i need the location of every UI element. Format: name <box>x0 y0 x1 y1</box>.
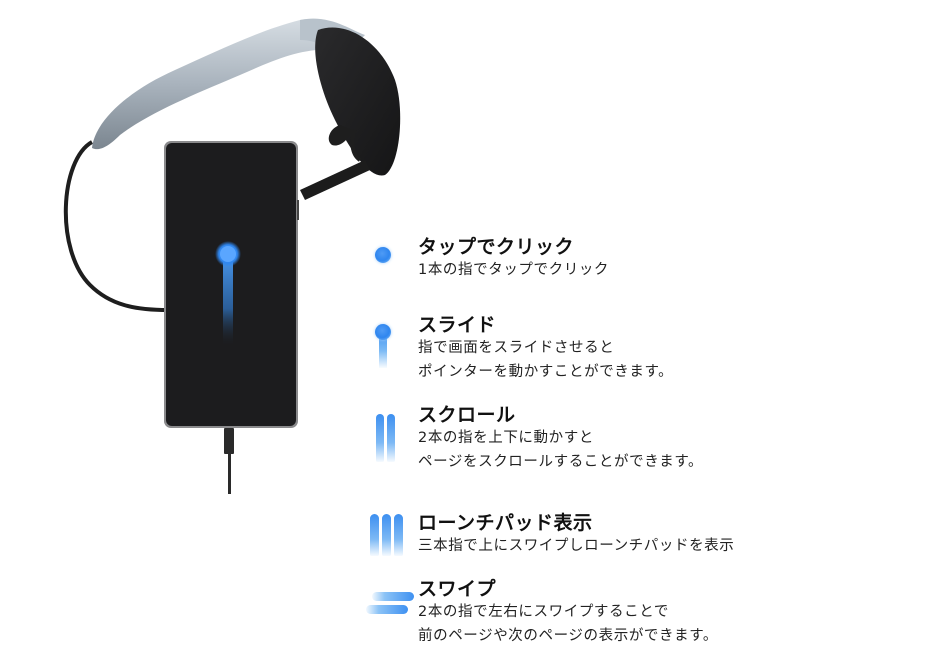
gesture-description: 2本の指を上下に動かすと <box>418 430 594 446</box>
glasses-cable <box>63 140 169 312</box>
gesture-description: ポインターを動かすことができます。 <box>418 364 674 380</box>
gesture-title: ローンチパッド表示 <box>418 512 593 534</box>
gesture-title: スクロール <box>418 404 516 426</box>
gesture-scroll: スクロール 2本の指を上下に動かすと ページをスクロールすることができます。 <box>366 404 703 474</box>
gesture-title: タップでクリック <box>418 236 575 258</box>
gesture-description: ページをスクロールすることができます。 <box>418 454 704 470</box>
ar-glasses <box>92 18 401 200</box>
usb-c-cable <box>224 428 234 494</box>
gesture-slide: スライド 指で画面をスライドさせると ポインターを動かすことができます。 <box>366 314 673 384</box>
gesture-title: スライド <box>418 314 497 336</box>
slide-icon <box>366 314 416 374</box>
horizontal-swipe-icon <box>366 578 416 618</box>
gesture-swipe: スワイプ 2本の指で左右にスワイプすることで 前のページや次のページの表示ができ… <box>366 578 718 648</box>
smartphone <box>164 141 299 428</box>
gesture-description: 前のページや次のページの表示ができます。 <box>418 628 718 644</box>
gesture-tap: タップでクリック 1本の指でタップでクリック <box>366 236 609 282</box>
gesture-description: 2本の指で左右にスワイプすることで <box>418 604 669 620</box>
two-finger-scroll-icon <box>366 404 416 464</box>
gesture-title: スワイプ <box>418 578 497 600</box>
gesture-description: 三本指で上にスワイプしローンチパッドを表示 <box>418 538 735 554</box>
three-finger-swipe-icon <box>366 512 416 556</box>
gesture-description: 1本の指でタップでクリック <box>418 262 610 278</box>
gesture-description: 指で画面をスライドさせると <box>418 340 615 356</box>
gesture-launchpad: ローンチパッド表示 三本指で上にスワイプしローンチパッドを表示 <box>366 512 734 558</box>
tap-icon <box>366 236 416 276</box>
